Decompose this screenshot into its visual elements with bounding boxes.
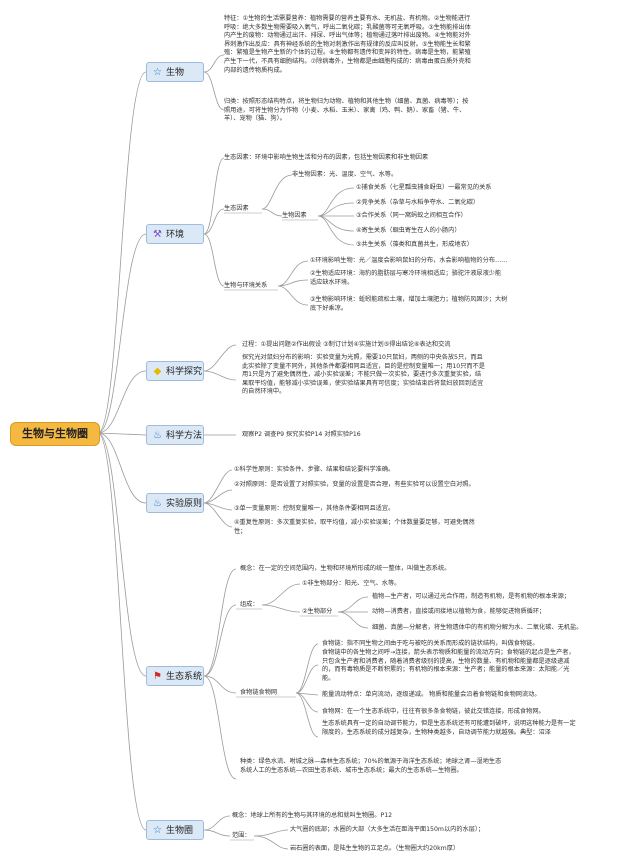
topic-label: 科学探究 bbox=[166, 367, 203, 377]
gem-icon: ◆ bbox=[153, 366, 162, 377]
topic-label: 科学方法 bbox=[166, 431, 203, 441]
star-icon: ☆ bbox=[153, 825, 162, 836]
root-node[interactable]: 生物与生物圈 bbox=[10, 422, 100, 446]
shengwu-feature: 特征：①生物的生活需要营养：植物需要的营养主要有水、无机盐、有机物。②生物能进行… bbox=[224, 15, 471, 74]
huanjing-factors: 生态因素：环境中影响生物生活和分布的因素，包括生物因素和非生物因素 bbox=[224, 154, 429, 161]
shengwuquan-concept: 概念：地球上所有的生物与其环境的总和就叫生物圈。P12 bbox=[232, 812, 393, 819]
shengtai-web-item: 食物网：在一个生态系统中，往往有很多条食物链，彼此交错连接，形成食物网。 bbox=[322, 708, 545, 715]
huanjing-relation-label: 生物与环境关系 bbox=[224, 282, 268, 289]
yuanze-item: ①科学性原则：实验条件、步骤、结果和结论要科学准确。 bbox=[234, 466, 395, 473]
topic-label: 实验原则 bbox=[166, 499, 203, 509]
shengtai-concept: 概念：在一定的空间范围内，生物和环境所形成的统一整体，叫做生态系统。 bbox=[240, 565, 451, 572]
shengtai-abiotic: ①非生物部分：阳光、空气、水等。 bbox=[302, 580, 401, 587]
tanjiu-process: 过程：①提出问题②作出假设 ③制订计划④实施计划⑤得出结论⑥表达和交流 bbox=[242, 341, 451, 348]
biotic-item: ④寄生关系（蛔虫寄生在人的小肠内） bbox=[356, 227, 461, 234]
flag-icon: ⚑ bbox=[153, 671, 162, 682]
shengtai-biotic-item: 植物—生产者，可以通过光合作用，制造有机物，是有机物的根本来源； bbox=[372, 593, 570, 600]
topic-label: 生物 bbox=[166, 68, 185, 78]
topic-label: 生物圈 bbox=[166, 826, 194, 836]
range-item: 大气圈的底部；水圈的大部（大多生活在距海平面150m以内的水层）； bbox=[290, 826, 485, 833]
relation-item: ②生物适应环境：海豹的脂肪层与寒冷环境相适应；骆驼汗液尿液少能适应缺水环境。 bbox=[310, 270, 502, 286]
yuanze-item: ④重复性原则：多次重复实验，取平均值，减小实验误差；个体数量要足够，可避免偶然性… bbox=[234, 519, 475, 535]
topic-kexue-tanjiu[interactable]: ◆ 科学探究 bbox=[146, 361, 204, 381]
huanjing-factors-label: 生态因素 bbox=[224, 205, 249, 212]
relation-item: ③生物影响环境：蚯蚓能疏松土壤，增加土壤肥力；植物防风固沙；大树底下好乘凉。 bbox=[310, 296, 508, 312]
biotic-item: ①捕食关系（七星瓢虫捕食蚜虫）一最常见的关系 bbox=[356, 184, 492, 191]
yuanze-item: ②对照原则：是否设置了对照实验，变量的设置是否合理，有些实验可以设置空白对照。 bbox=[234, 481, 475, 488]
star-icon: ☆ bbox=[153, 67, 162, 78]
shengtai-biotic-item: 动物—消费者，直接或间接地以植物为食，能够促进物质循环； bbox=[372, 608, 546, 615]
range-item: 岩石圈的表面，是陆生生物的立足点。（生物圈大约20km厚） bbox=[290, 845, 460, 852]
shengtai-biotic-label: ②生物部分 bbox=[302, 608, 333, 615]
biotic-item: ⑤共生关系（藻类和真菌共生，形成地衣） bbox=[356, 241, 473, 248]
topic-shengwuquan[interactable]: ☆ 生物圈 bbox=[146, 820, 204, 840]
wrench-icon: ⚒ bbox=[153, 229, 162, 240]
tanjiu-example: 探究光对鼠妇分布的影响：实验变量为光照，需要10只鼠妇，两侧的中央各放5只，而且… bbox=[242, 354, 485, 396]
flame-icon: ♨ bbox=[153, 498, 162, 509]
relation-item: ①环境影响生物：光／温度会影响鼠妇的分布，水会影响植物的分布…… bbox=[310, 257, 508, 264]
shengtai-web-label: 食物链食物网 bbox=[240, 689, 278, 696]
topic-shiyan-yuanze[interactable]: ♨ 实验原则 bbox=[146, 493, 204, 513]
shengtai-web-item: 生态系统具有一定的自动调节能力，但是生态系统还有可能遭到破坏，说明这种能力是有一… bbox=[322, 720, 576, 736]
topic-shengtai[interactable]: ⚑ 生态系统 bbox=[146, 666, 204, 686]
biotic-item: ②竞争关系（杂草与水稻争夺水、二氧化碳） bbox=[356, 199, 480, 206]
topic-label: 环境 bbox=[166, 230, 185, 240]
shengtai-biotic-item: 细菌、真菌—分解者，将生物遗体中的有机物分解为水、二氧化碳、无机盐。 bbox=[372, 624, 583, 631]
huanjing-abiotic: 非生物因素：光、温度、空气、水等。 bbox=[292, 171, 398, 178]
shengwu-classify: 归类：按照形态结构特点，将生物归为动物、植物和其他生物（细菌、真菌、病毒等）；按… bbox=[224, 98, 469, 123]
topic-huanjing[interactable]: ⚒ 环境 bbox=[146, 224, 204, 244]
topic-label: 生态系统 bbox=[166, 672, 203, 682]
topic-kexue-fangfa[interactable]: ♨ 科学方法 bbox=[146, 425, 204, 445]
shengtai-web-item: 能量流动特点：单向流动，逐级递减。 物质和能量会沿着食物链和食物网流动。 bbox=[322, 691, 541, 698]
flame-icon: ♨ bbox=[153, 430, 162, 441]
huanjing-biotic-label: 生物因素 bbox=[282, 212, 307, 219]
topic-shengwu[interactable]: ☆ 生物 bbox=[146, 62, 204, 82]
shengtai-web-item: 食物链：指不同生物之间由于吃与被吃的关系而形成的链状结构，叫做食物链。 bbox=[322, 640, 539, 647]
shengtai-types: 种类：绿色水流、咐城之脉—森林生态系统；70%的氧源于海洋生态系统；地球之肾—湿… bbox=[240, 758, 502, 774]
shengwuquan-range-label: 范围： bbox=[232, 832, 251, 839]
fangfa-content: 观察P2 调查P9 探究实验P14 对照实验P16 bbox=[242, 431, 361, 438]
shengtai-web-item: 食物链中的各生物之间呼→连接，箭头表示物质和能量的流动方向；食物链的起点是生产者… bbox=[322, 649, 575, 682]
biotic-item: ③合作关系（同一窝蚂蚁之间相互合作） bbox=[356, 212, 467, 219]
shengtai-composition-label: 组成： bbox=[240, 601, 259, 608]
yuanze-item: ③单一变量原则：控制变量唯一，其他条件要相同且适宜。 bbox=[234, 505, 395, 512]
